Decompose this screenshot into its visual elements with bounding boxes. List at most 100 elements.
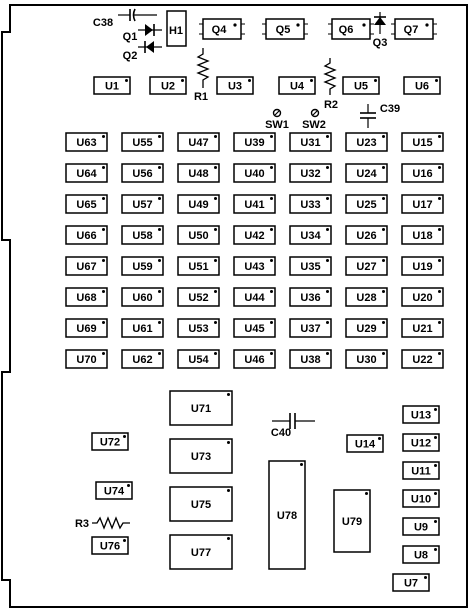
chip-body (289, 132, 332, 152)
chip-u79: U79 (333, 489, 371, 553)
chip-u76: U76 (91, 536, 129, 555)
chip-body (342, 76, 380, 95)
pin1-marker (382, 135, 385, 138)
chip-u63: U63 (65, 132, 108, 152)
chip-label: U61 (132, 323, 152, 335)
chip-body (65, 256, 108, 276)
capacitor-c40-label: C40 (271, 427, 291, 439)
chip-body (233, 318, 276, 338)
board-outline (1, 4, 468, 608)
chip-u1: U1 (93, 76, 131, 95)
chip-label: U23 (356, 137, 376, 149)
chip-u67: U67 (65, 256, 108, 276)
chip-body (91, 536, 129, 555)
chip-body (91, 432, 129, 451)
chip-label: U11 (411, 466, 431, 478)
socket-q5-label: Q5 (276, 24, 291, 36)
chip-body (177, 225, 220, 245)
pin1-marker (374, 79, 377, 82)
chip-body (177, 256, 220, 276)
chip-u64: U64 (65, 163, 108, 183)
chip-label: U32 (300, 168, 320, 180)
chip-u35: U35 (289, 256, 332, 276)
chip-u42: U42 (233, 225, 276, 245)
chip-u70: U70 (65, 349, 108, 369)
chip-body (345, 132, 388, 152)
chip-body (65, 132, 108, 152)
diode-q3-label: Q3 (373, 37, 388, 49)
chip-body (401, 256, 444, 276)
resistor-r1: R1 (194, 48, 210, 103)
pin1-marker (326, 321, 329, 324)
chip-body (177, 318, 220, 338)
pin1-marker (438, 321, 441, 324)
chip-body (345, 349, 388, 369)
pin1-marker (158, 352, 161, 355)
pin1-marker (434, 408, 437, 411)
chip-body (345, 163, 388, 183)
pin1-marker (102, 352, 105, 355)
chip-u5: U5 (342, 76, 380, 95)
chip-body (289, 349, 332, 369)
chip-body (233, 287, 276, 307)
pin1-marker (227, 537, 230, 540)
switch-sw1: SW1 (265, 108, 289, 131)
chip-label: U28 (356, 292, 376, 304)
chip-u75: U75 (169, 486, 233, 522)
chip-label: U44 (244, 292, 265, 304)
pin1-marker (438, 228, 441, 231)
chip-u47: U47 (177, 132, 220, 152)
chip-u58: U58 (121, 225, 164, 245)
chip-u13: U13 (402, 405, 440, 424)
chip-label: U47 (188, 137, 208, 149)
chip-body (121, 256, 164, 276)
pin1-marker (438, 166, 441, 169)
chip-label: U43 (244, 261, 264, 273)
chip-body (177, 132, 220, 152)
pin1-marker (248, 79, 251, 82)
chip-label: U9 (414, 522, 428, 534)
pin1-marker (102, 259, 105, 262)
pin1-marker (270, 228, 273, 231)
socket-q4: Q4 (199, 18, 245, 40)
pin1-marker (438, 352, 441, 355)
chip-u10: U10 (402, 489, 440, 508)
chip-body (333, 489, 371, 553)
pin1-marker (270, 321, 273, 324)
pin1-marker (424, 576, 427, 579)
chip-body (233, 194, 276, 214)
chip-label: U26 (356, 230, 376, 242)
chip-label: U56 (132, 168, 152, 180)
chip-label: U2 (161, 81, 175, 93)
chip-label: U29 (356, 323, 376, 335)
chip-u36: U36 (289, 287, 332, 307)
chip-label: U58 (132, 230, 152, 242)
pin1-marker (270, 352, 273, 355)
chip-label: U42 (244, 230, 264, 242)
pin1-marker (434, 548, 437, 551)
chip-u44: U44 (233, 287, 276, 307)
chip-u60: U60 (121, 287, 164, 307)
chip-body (401, 163, 444, 183)
pin1-marker (123, 435, 126, 438)
chip-u73: U73 (169, 438, 233, 474)
chip-u74: U74 (95, 481, 133, 500)
chip-label: U41 (244, 199, 264, 211)
chip-u27: U27 (345, 256, 388, 276)
chip-u49: U49 (177, 194, 220, 214)
chip-body (345, 256, 388, 276)
chip-label: U53 (188, 323, 208, 335)
pin1-marker (326, 290, 329, 293)
pin1-marker (214, 321, 217, 324)
pin1-marker (123, 539, 126, 542)
chip-body (65, 194, 108, 214)
pin1-marker (382, 352, 385, 355)
chip-label: U40 (244, 168, 264, 180)
chip-label: U79 (342, 516, 362, 528)
pin1-marker (326, 259, 329, 262)
chip-body (345, 225, 388, 245)
chip-u53: U53 (177, 318, 220, 338)
chip-u59: U59 (121, 256, 164, 276)
chip-u7: U7 (392, 573, 430, 592)
chip-body (289, 225, 332, 245)
